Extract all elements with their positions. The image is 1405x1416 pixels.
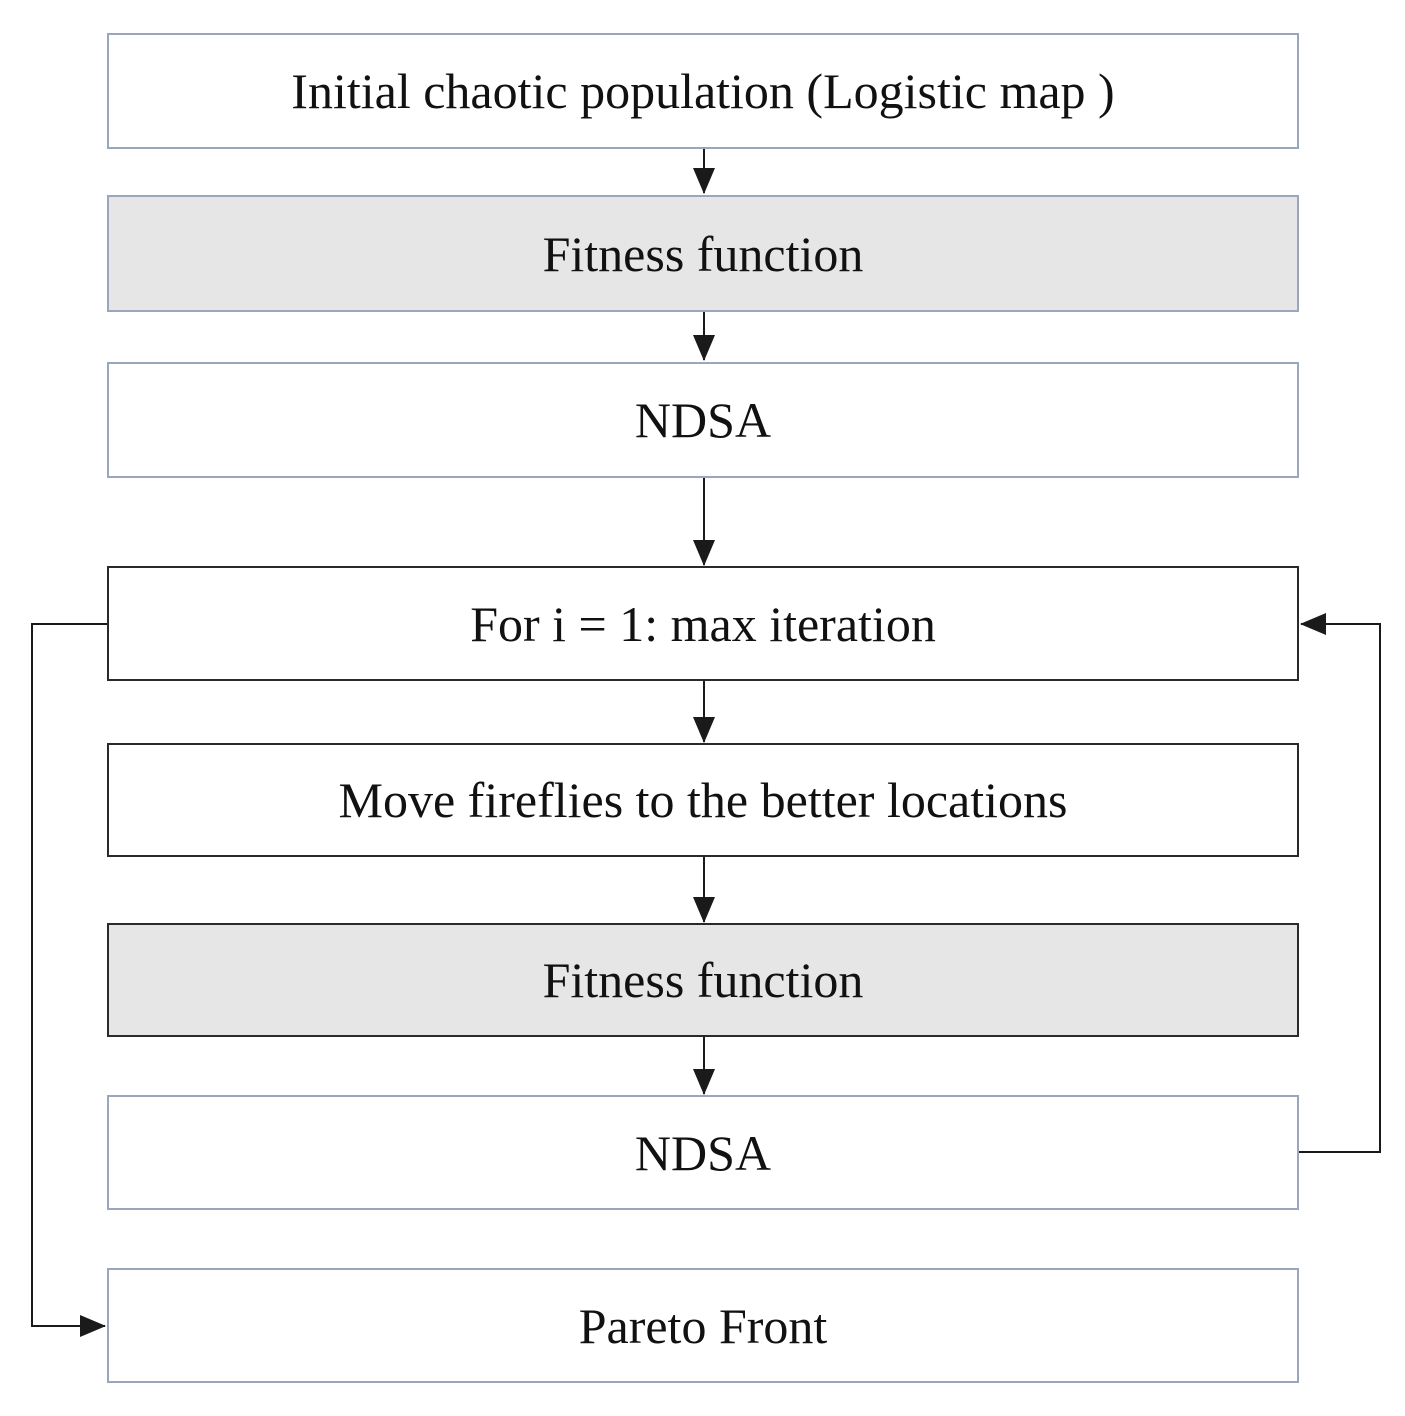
step-loop-header: For i = 1: max iteration — [107, 566, 1299, 681]
step-ndsa: NDSA — [107, 362, 1299, 478]
step-move-fireflies: Move fireflies to the better locations — [107, 743, 1299, 857]
step-pareto-front-label: Pareto Front — [578, 1297, 828, 1354]
loop-back-arrow — [1299, 613, 1381, 1153]
step-fitness-function-label: Fitness function — [542, 225, 864, 282]
step-ndsa-inner: NDSA — [107, 1095, 1299, 1210]
step-fitness-function-inner-label: Fitness function — [542, 952, 864, 1008]
step-initial-population: Initial chaotic population (Logistic map… — [107, 33, 1299, 149]
step-move-fireflies-label: Move fireflies to the better locations — [338, 772, 1068, 828]
step-ndsa-inner-label: NDSA — [634, 1124, 772, 1181]
step-fitness-function: Fitness function — [107, 195, 1299, 312]
step-initial-population-label: Initial chaotic population (Logistic map… — [291, 63, 1115, 119]
step-pareto-front: Pareto Front — [107, 1268, 1299, 1383]
step-loop-header-label: For i = 1: max iteration — [470, 595, 936, 652]
step-fitness-function-inner: Fitness function — [107, 923, 1299, 1037]
exit-arrow — [31, 623, 111, 1337]
step-ndsa-label: NDSA — [634, 392, 772, 448]
